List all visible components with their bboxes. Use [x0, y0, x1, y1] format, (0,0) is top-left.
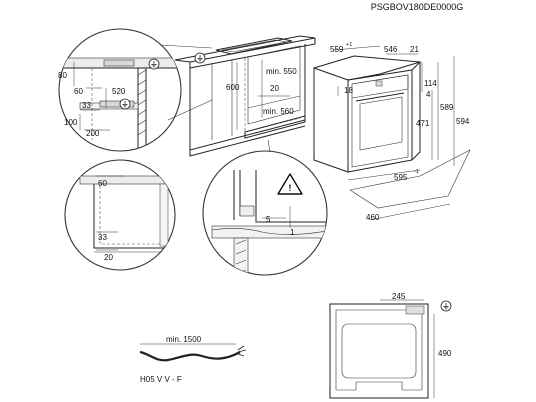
model-code: PSGBOV180DE0000G — [371, 2, 464, 12]
detail-circle-mounting: 5 1 ! — [202, 139, 328, 276]
cabinet-dim-80: 80 — [58, 71, 67, 80]
detail-circle-bottom: 60 33 20 — [64, 159, 176, 271]
oven-dim-18: 18 — [344, 86, 353, 95]
cable-length-min-1500: min. 1500 — [166, 335, 202, 344]
rear-height-490: 490 — [438, 349, 452, 358]
mount-dim-5: 5 — [266, 215, 271, 224]
cabinet-dim-520: 520 — [112, 87, 126, 96]
oven-dim-4: 4 — [426, 90, 431, 99]
earth-ground-icon — [194, 52, 206, 64]
oven-dim-114: 114 — [424, 79, 437, 88]
oven-door-21: 21 — [410, 45, 419, 54]
niche-height-600: 600 — [226, 83, 240, 92]
niche-dimensions: 600 min. 550 20 min. 560 — [194, 52, 301, 130]
earth-ground-icon — [148, 58, 160, 70]
oven-height-589: 589 — [440, 103, 454, 112]
floor-dim-33: 33 — [98, 233, 107, 242]
oven-height-594: 594 — [456, 117, 470, 126]
oven-width-559-tol: +1 — [346, 42, 352, 48]
oven-dim-471: 471 — [416, 119, 430, 128]
cabinet-dim-200: 200 — [86, 129, 100, 138]
niche-width-min-560: min. 560 — [263, 107, 294, 116]
warning-triangle-icon: ! — [277, 173, 303, 195]
niche-depth-min-550: min. 550 — [266, 67, 297, 76]
oven-width-595: 595 — [394, 173, 408, 182]
oven-dimensions: 559 +1 546 21 114 4 18 589 594 471 595 -… — [330, 42, 471, 222]
oven-front-view — [313, 55, 421, 173]
oven-depth-546: 546 — [384, 45, 398, 54]
niche-gap-20: 20 — [270, 84, 279, 93]
cabinet-dim-33: 33 — [82, 101, 91, 110]
earth-ground-icon — [440, 300, 452, 312]
oven-depth-460: 460 — [366, 213, 380, 222]
cabinet-dim-60: 60 — [74, 87, 83, 96]
cable-type: H05 V V - F — [140, 375, 182, 384]
cabinet-dim-100: 100 — [64, 118, 78, 127]
power-cable: min. 1500 H05 V V - F — [139, 335, 247, 384]
mount-dim-1: 1 — [290, 228, 295, 237]
floor-dim-20: 20 — [104, 253, 113, 262]
oven-rear-view: 245 490 — [329, 292, 452, 399]
oven-width-559: 559 — [330, 45, 344, 54]
oven-width-595-tol: -1 — [414, 169, 419, 175]
floor-dim-60: 60 — [98, 179, 107, 188]
detail-circle-cabinet-top: 80 60 520 33 100 200 — [58, 28, 213, 152]
rear-width-245: 245 — [392, 292, 406, 301]
warning-symbol: ! — [289, 183, 292, 193]
kitchen-cabinet — [174, 35, 316, 157]
earth-ground-icon — [119, 98, 131, 110]
